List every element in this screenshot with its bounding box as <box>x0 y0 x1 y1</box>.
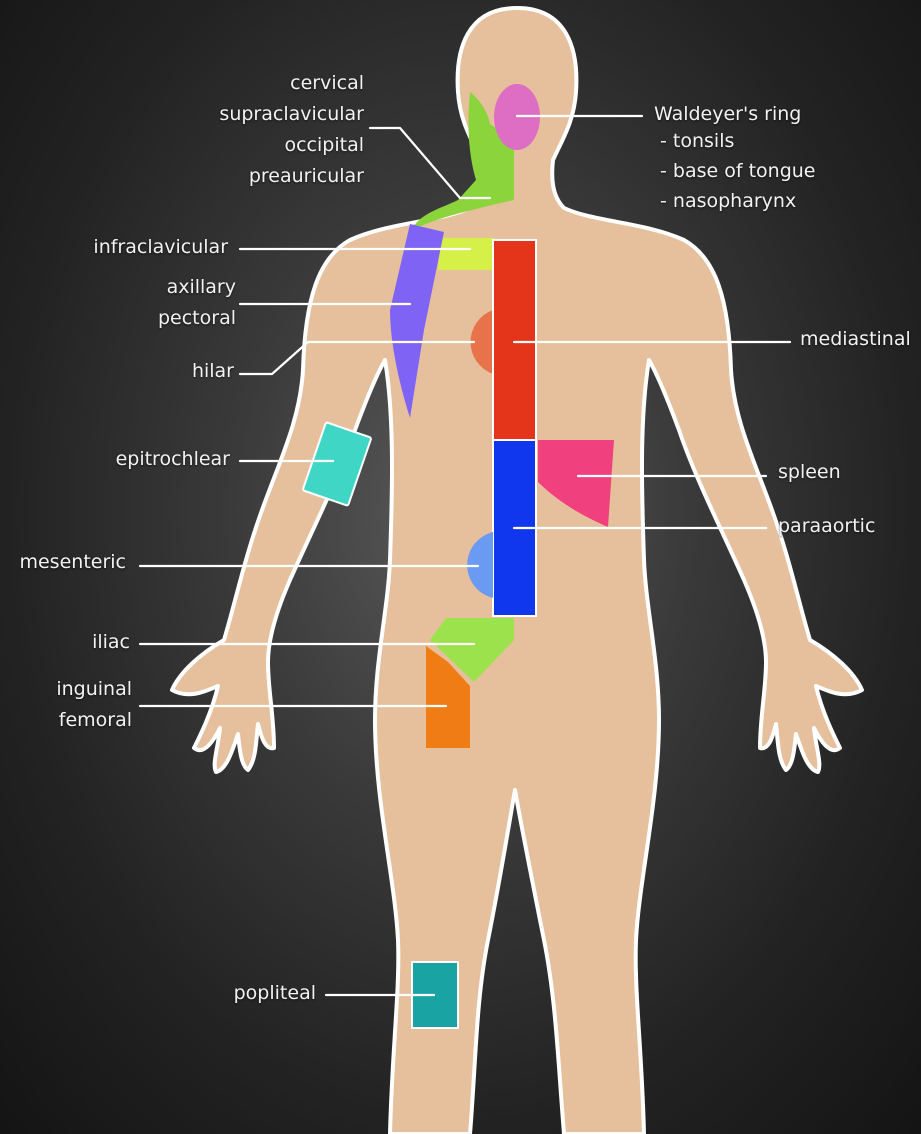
label-occipital: occipital <box>150 130 364 161</box>
label-inguinal-group: inguinal femoral <box>20 674 132 736</box>
label-waldeyer-group: Waldeyer's ring - tonsils - base of tong… <box>654 99 904 217</box>
label-cervical: cervical <box>150 68 364 99</box>
label-epitrochlear: epitrochlear <box>40 444 230 475</box>
label-mediastinal: mediastinal <box>800 324 918 355</box>
label-hilar: hilar <box>130 356 234 387</box>
label-femoral: femoral <box>20 705 132 736</box>
label-base-of-tongue: - base of tongue <box>654 156 904 187</box>
label-popliteal: popliteal <box>180 978 316 1009</box>
region-infraclavicular <box>438 238 494 270</box>
label-preauricular: preauricular <box>150 161 364 192</box>
label-nasopharynx: - nasopharynx <box>654 186 904 217</box>
label-axillary-group: axillary pectoral <box>100 272 236 334</box>
label-iliac: iliac <box>40 627 130 658</box>
label-inguinal: inguinal <box>20 674 132 705</box>
label-cervical-group: cervical supraclavicular occipital preau… <box>150 68 364 192</box>
label-spleen: spleen <box>778 457 878 488</box>
label-paraaortic: paraaortic <box>778 511 898 542</box>
label-tonsils: - tonsils <box>654 126 904 157</box>
label-axillary: axillary <box>100 272 236 303</box>
region-mediastinal <box>493 240 536 440</box>
label-pectoral: pectoral <box>100 303 236 334</box>
label-mesenteric: mesenteric <box>0 547 126 578</box>
label-supraclavicular: supraclavicular <box>150 99 364 130</box>
label-infraclavicular: infraclavicular <box>30 232 228 263</box>
